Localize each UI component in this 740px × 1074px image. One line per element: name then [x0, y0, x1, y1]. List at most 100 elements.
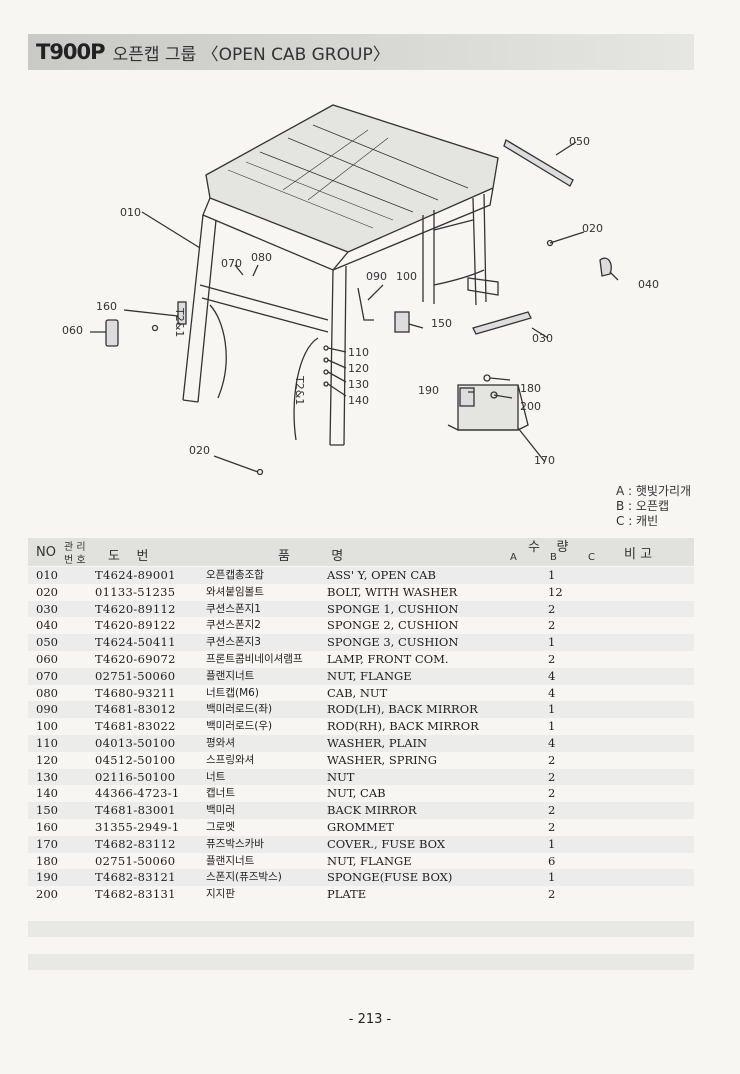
row-name: NUT, FLANGE [327, 853, 412, 868]
row-qty: 2 [548, 819, 556, 834]
row-part-no: T4681-83012 [95, 702, 176, 717]
row-no: 150 [36, 803, 58, 818]
row-no: 070 [36, 668, 58, 683]
row-qty: 2 [548, 786, 556, 801]
row-kor-name: 지지판 [206, 888, 235, 901]
row-qty: 1 [548, 719, 556, 734]
row-name: ROD(LH), BACK MIRROR [327, 702, 478, 717]
callout-200: 200 [520, 400, 541, 413]
exploded-view-diagram: 010 020 020 030 040 050 060 070 080 090 … [62, 104, 659, 476]
row-qty: 1 [548, 870, 556, 885]
row-part-no: T4682-83131 [95, 887, 176, 902]
header-qty: 수 량 [528, 540, 569, 555]
row-no: 170 [36, 836, 58, 851]
row-qty: 2 [548, 803, 556, 818]
row-name: NUT [327, 769, 355, 784]
callout-100: 100 [396, 270, 417, 283]
row-part-no: T4620-69072 [95, 651, 176, 666]
row-no: 110 [36, 735, 58, 750]
callout-030: 030 [532, 332, 553, 345]
row-qty: 6 [548, 853, 556, 868]
row-part-no: T4680-93211 [95, 685, 176, 700]
row-part-no: T4681-83001 [95, 803, 176, 818]
row-part-no: 04013-50100 [95, 735, 176, 750]
header-mgmt-top: 관 리 [64, 542, 86, 553]
row-qty: 4 [548, 668, 556, 683]
row-part-no: 04512-50100 [95, 752, 176, 767]
row-qty: 2 [548, 887, 556, 902]
legend-a: A : 햇빛가리개 [616, 484, 692, 498]
row-part-no: T4624-50411 [95, 635, 176, 650]
group-title: 오픈캡 그룹 〈OPEN CAB GROUP〉 [112, 44, 390, 65]
row-kor-name: 프론트콤비네이셔램프 [206, 652, 303, 665]
header-qty-c: C [588, 552, 595, 563]
callout-130: 130 [348, 378, 369, 391]
header-qty-b: B [550, 552, 557, 563]
row-no: 010 [36, 568, 58, 582]
row-kor-name: 평와셔 [206, 736, 235, 749]
row-kor-name: 백미러로드(좌) [206, 703, 273, 716]
row-kor-name: 플랜지너트 [206, 669, 255, 682]
empty-row [28, 921, 694, 937]
legend-c: C : 캐빈 [616, 514, 659, 528]
row-no: 200 [36, 887, 58, 902]
row-no: 050 [36, 635, 58, 650]
row-qty: 2 [548, 651, 556, 666]
row-part-no: 44366-4723-1 [95, 786, 180, 801]
row-qty: 2 [548, 618, 556, 633]
cab-mark: T2&1 [293, 375, 306, 405]
table-row: 090 T4681-83012 백미러로드(좌) ROD(LH), BACK MIRR… [28, 701, 694, 719]
callout-080: 080 [251, 251, 272, 264]
header-no: NO [36, 545, 56, 560]
row-kor-name: 퓨즈박스카바 [206, 837, 264, 850]
row-qty: 2 [548, 769, 556, 784]
callout-010: 010 [120, 206, 141, 219]
callout-140: 140 [348, 394, 369, 407]
row-kor-name: 쿠션스폰지1 [206, 602, 261, 615]
row-kor-name: 스프링와셔 [206, 753, 255, 766]
header-qty-a: A [510, 552, 517, 563]
row-no: 090 [36, 702, 58, 717]
row-part-no: 31355-2949-1 [95, 819, 180, 834]
row-part-no: T4681-83022 [95, 719, 176, 734]
row-part-no: 02116-50100 [95, 769, 176, 784]
row-name: BOLT, WITH WASHER [327, 584, 458, 599]
callout-180: 180 [520, 382, 541, 395]
header-name: 품 명 [278, 549, 344, 564]
row-no: 120 [36, 752, 58, 767]
callout-190: 190 [418, 384, 439, 397]
row-qty: 1 [548, 635, 556, 650]
callout-020-b: 020 [582, 222, 603, 235]
row-qty: 1 [548, 568, 556, 582]
row-name: SPONGE 1, CUSHION [327, 601, 459, 616]
row-qty: 2 [548, 601, 556, 616]
row-name: BACK MIRROR [327, 803, 417, 818]
row-kor-name: 스폰지(퓨즈박스) [206, 871, 282, 884]
row-name: WASHER, PLAIN [327, 735, 428, 750]
row-no: 190 [36, 870, 58, 885]
row-part-no: T4682-83112 [95, 836, 176, 851]
row-name: COVER., FUSE BOX [327, 836, 446, 851]
row-name: SPONGE(FUSE BOX) [327, 870, 453, 885]
row-kor-name: 오픈캡총조합 [206, 569, 264, 581]
row-part-no: T4620-89122 [95, 618, 176, 633]
row-part-no: T4624-89001 [95, 568, 176, 582]
table-header: NO 관 리 번 호 도 번 품 명 수 량 A B C 비 고 [28, 538, 694, 566]
callout-020-a: 020 [189, 444, 210, 457]
cab-mark: T2&1 [173, 307, 186, 337]
row-no: 180 [36, 853, 58, 868]
row-no: 030 [36, 601, 58, 616]
row-part-no: 02751-50060 [95, 853, 176, 868]
header-mgmt-bottom: 번 호 [64, 555, 86, 566]
